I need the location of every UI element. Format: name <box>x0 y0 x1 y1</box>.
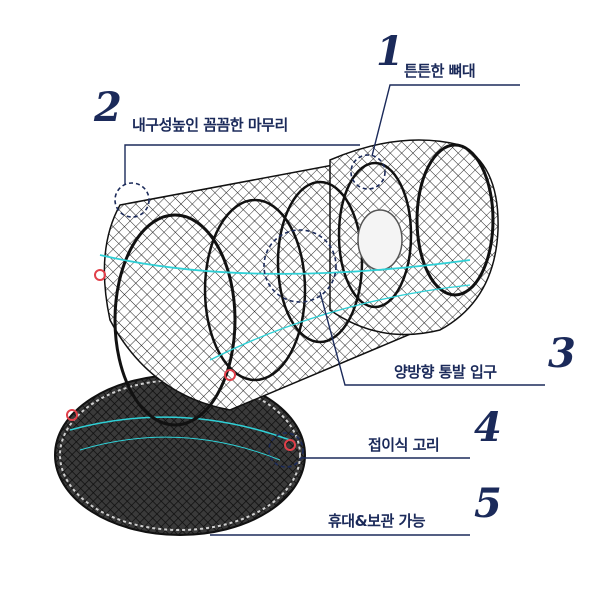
callout-circle-1 <box>350 154 386 190</box>
callout-number-5: 5 <box>474 480 502 527</box>
callout-number-1: 1 <box>376 28 404 75</box>
callout-number-4: 4 <box>474 404 502 451</box>
callout-circle-2 <box>114 182 150 218</box>
callout-label-4: 접이식 고리 <box>368 436 440 454</box>
callout-number-2: 2 <box>94 84 122 131</box>
expanded-trap <box>94 139 499 427</box>
callout-label-5: 휴대&보관 가능 <box>328 512 426 530</box>
leader-line-1 <box>371 84 520 157</box>
callout-label-2: 내구성높인 꼼꼼한 마무리 <box>132 116 288 134</box>
callout-circle-3 <box>263 229 337 303</box>
callout-label-1: 튼튼한 뼈대 <box>404 62 476 80</box>
leader-line-3 <box>319 291 545 386</box>
callout-number-3: 3 <box>548 330 576 377</box>
leader-line-2 <box>124 144 360 185</box>
folded-trap <box>54 374 306 536</box>
callout-label-3: 양방향 통발 입구 <box>394 363 497 381</box>
callout-circle-4 <box>268 432 304 468</box>
